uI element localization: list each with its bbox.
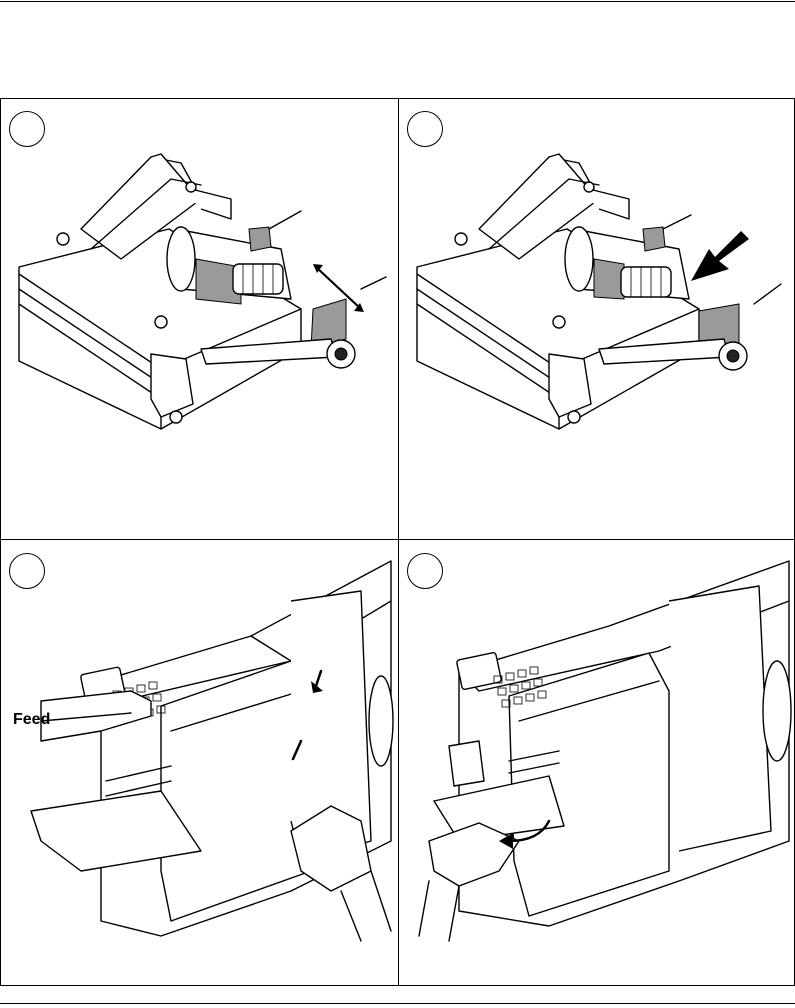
panel-4 [399, 541, 795, 981]
bottom-rule [0, 1003, 795, 1004]
panel-3: Feed [1, 541, 397, 981]
grid-divider-horizontal [1, 539, 794, 540]
panel-2 [399, 99, 795, 539]
printer-tear-off-illustration [399, 541, 795, 985]
instruction-grid: Feed [0, 98, 795, 986]
panel-1 [1, 99, 397, 539]
printhead-mechanism-illustration-1 [1, 99, 397, 539]
feed-callout-label: Feed [13, 711, 50, 729]
printer-feed-illustration [1, 541, 397, 985]
top-rule [0, 1, 795, 2]
printhead-mechanism-illustration-2 [399, 99, 795, 539]
